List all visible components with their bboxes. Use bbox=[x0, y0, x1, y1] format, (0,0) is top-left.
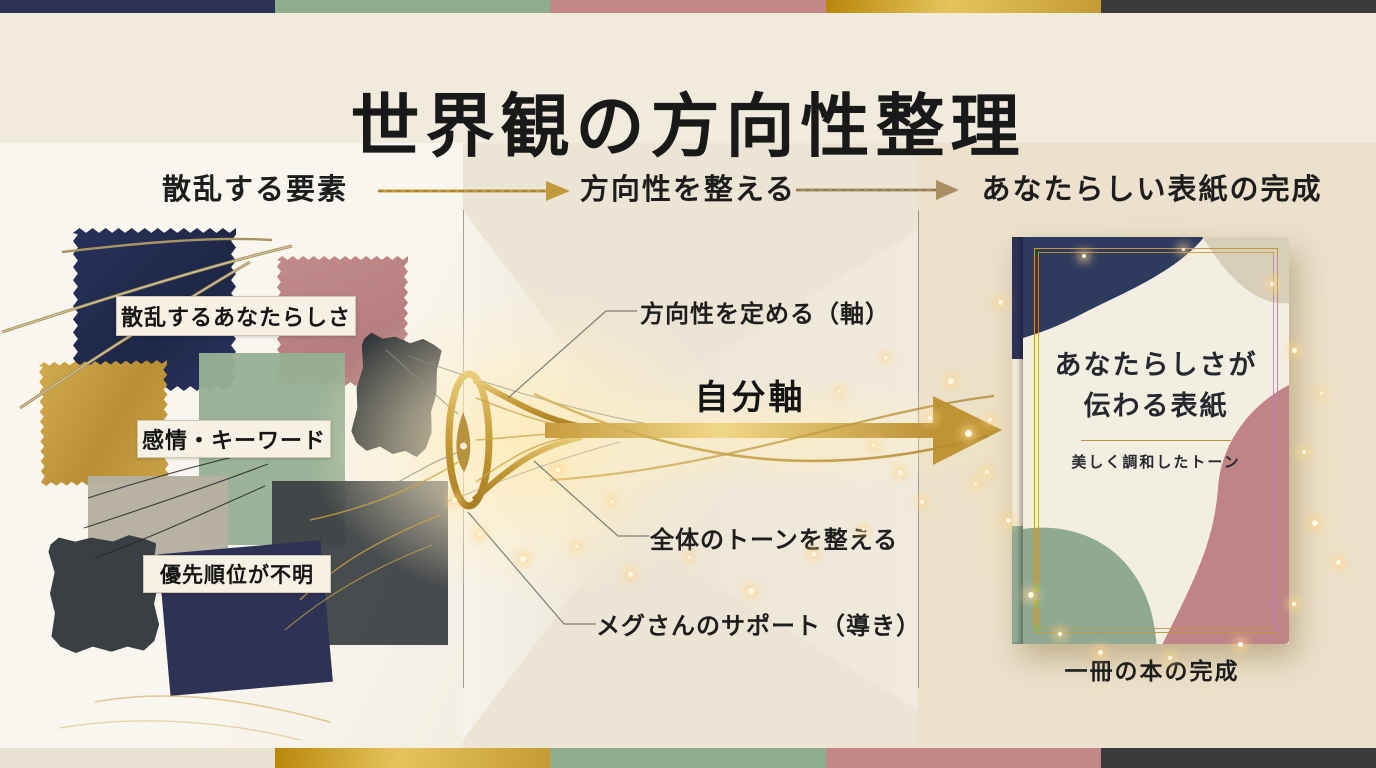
header-organize-direction: 方向性を整える bbox=[579, 174, 797, 206]
annotation-megu-support: メグさんのサポート（導き） bbox=[596, 614, 921, 640]
label-scattered-identity-text: 散乱するあなたらしさ bbox=[120, 305, 351, 330]
color-swatch-sage bbox=[275, 0, 551, 13]
book-title-line1: あなたらしさが bbox=[1054, 350, 1258, 380]
color-swatch-rose bbox=[550, 0, 826, 13]
color-swatch-cream bbox=[0, 748, 276, 768]
color-swatch-gold bbox=[825, 0, 1101, 13]
color-swatch-charcoal bbox=[1100, 0, 1376, 13]
page-title: 世界観の方向性整理 bbox=[350, 89, 1026, 166]
color-swatch-charcoal bbox=[1100, 748, 1376, 768]
color-swatch-navy bbox=[0, 0, 276, 13]
annotation-adjust-tone: 全体のトーンを整える bbox=[650, 528, 899, 554]
header-scattered-elements: 散乱する要素 bbox=[161, 174, 348, 206]
label-scattered-identity: 散乱するあなたらしさ bbox=[116, 296, 356, 336]
top-color-bar bbox=[0, 0, 1376, 13]
book-title: あなたらしさが 伝わる表紙 bbox=[1023, 345, 1289, 426]
color-swatch-gold bbox=[275, 748, 551, 768]
label-priority-unknown-text: 優先順位が不明 bbox=[160, 563, 314, 587]
label-priority-unknown: 優先順位が不明 bbox=[143, 555, 331, 593]
annotation-set-direction: 方向性を定める（軸） bbox=[640, 302, 890, 328]
book-caption: 一冊の本の完成 bbox=[1064, 659, 1240, 684]
color-swatch-sage bbox=[550, 748, 826, 768]
column-divider-1 bbox=[463, 210, 464, 688]
book-title-divider bbox=[1081, 440, 1231, 441]
header-finished-cover: あなたらしい表紙の完成 bbox=[981, 174, 1323, 206]
label-emotion-keywords-text: 感情・キーワード bbox=[141, 428, 326, 453]
book-text-block: あなたらしさが 伝わる表紙 美しく調和したトーン bbox=[1023, 345, 1289, 472]
fabric-swatch-dark-torn bbox=[48, 534, 160, 654]
label-emotion-keywords: 感情・キーワード bbox=[137, 420, 331, 458]
book-spine bbox=[1012, 237, 1023, 644]
bottom-color-bar bbox=[0, 748, 1376, 768]
fabric-swatch-charcoal-torn bbox=[349, 332, 443, 459]
book-subtitle: 美しく調和したトーン bbox=[1071, 455, 1241, 471]
color-swatch-rose bbox=[825, 748, 1101, 768]
book-front-cover: あなたらしさが 伝わる表紙 美しく調和したトーン bbox=[1023, 237, 1289, 644]
panel-organize-direction bbox=[463, 143, 918, 768]
axis-label: 自分軸 bbox=[694, 380, 806, 417]
book-title-line2: 伝わる表紙 bbox=[1083, 390, 1229, 421]
book-cover-mockup: あなたらしさが 伝わる表紙 美しく調和したトーン bbox=[1012, 237, 1289, 644]
